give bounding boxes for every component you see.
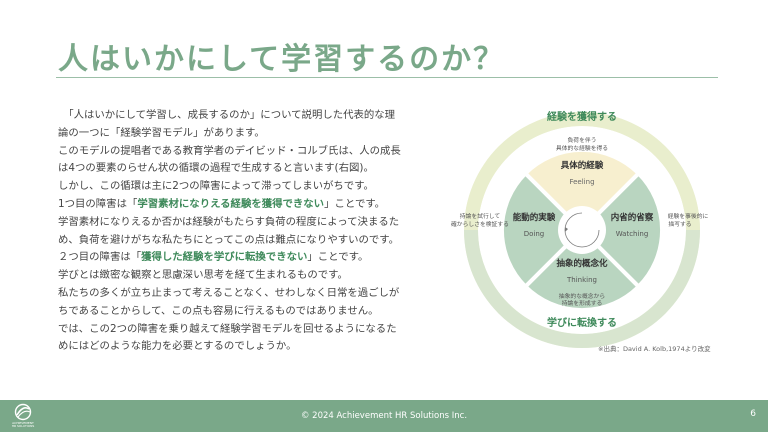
body-text-segment: 「人はいかにして学習し、成長するのか」について説明した代表的な理	[58, 109, 396, 121]
body-line: 論の一つに「経験学習モデル」があります。	[58, 125, 434, 143]
body-line: 「人はいかにして学習し、成長するのか」について説明した代表的な理	[58, 107, 434, 125]
quadrant-left-sub: Doing	[524, 230, 545, 238]
quadrant-top-title: 具体的経験	[560, 160, 604, 171]
body-line: めにはどのような能力を必要とするのでしょうか。	[58, 338, 434, 356]
outer-top-label: 経験を獲得する	[547, 110, 617, 123]
cycle-arrowhead-icon	[565, 227, 568, 232]
body-line: しかし、この循環は主に2つの障害によって滞ってしまいがちです。	[58, 178, 434, 196]
body-line: 学びとは緻密な観察と思慮深い思考を経て生まれるものです。	[58, 267, 434, 285]
body-line: このモデルの提唱者である教育学者のデイビッド・コルブ氏は、人の成長	[58, 143, 434, 161]
slide-title: 人はいかにして学習するのか？	[58, 42, 506, 77]
body-text-segment: 私たちの多くが立ち止まって考えることなく、せわしなく日常を過ごしが	[58, 286, 400, 299]
body-line: 1つ目の障害は「学習素材になりえる経験を獲得できない」ことです。	[58, 196, 434, 214]
body-line: め、負荷を避けがちな私たちにとってこの点は難点になりやすいのです。	[58, 232, 434, 250]
bottom-note-line-2: 持論を形成する	[562, 299, 603, 307]
footer-bar: ACHIEVEMENT HR SOLUTIONS © 2024 Achievem…	[0, 400, 768, 432]
body-text-segment: 論の一つに「経験学習モデル」があります。	[58, 126, 265, 139]
outer-band-bottom	[464, 230, 700, 348]
body-text: 「人はいかにして学習し、成長するのか」について説明した代表的な理論の一つに「経験…	[58, 107, 434, 356]
body-text-segment: ちであることからして、この点も容易に行えるものではありません。	[58, 304, 379, 317]
body-text-segment: このモデルの提唱者である教育学者のデイビッド・コルブ氏は、人の成長	[58, 144, 401, 157]
quadrant-right-sub: Watching	[616, 230, 649, 238]
right-note-line-2: 描写する	[668, 220, 691, 228]
quadrant-abstract-conceptualization	[522, 227, 642, 312]
quadrant-bottom-sub: Thinking	[566, 276, 597, 284]
logo-text: ACHIEVEMENT HR SOLUTIONS	[8, 421, 38, 429]
body-text-segment: 学びとは緻密な観察と思慮深い思考を経て生まれるものです。	[58, 269, 348, 282]
outer-bottom-label: 学びに転換する	[547, 316, 617, 329]
quadrant-bottom-title: 抽象的概念化	[556, 258, 608, 269]
body-line: ２つ目の障害は「獲得した経験を学びに転換できない」ことです。	[58, 249, 434, 267]
body-text-segment: 」ことです。	[324, 197, 386, 210]
company-logo: ACHIEVEMENT HR SOLUTIONS	[8, 403, 38, 429]
quadrant-top-sub: Feeling	[569, 178, 594, 186]
page-number: 6	[750, 409, 756, 419]
quadrant-reflective-observation	[579, 170, 664, 290]
right-note-line-1: 経験を事後的に	[668, 212, 709, 220]
quadrant-concrete-experience	[522, 148, 642, 233]
body-text-segment: 1つ目の障害は「	[58, 197, 138, 210]
logo-text-line-2: HR SOLUTIONS	[11, 424, 35, 429]
outer-band-top	[464, 112, 700, 230]
left-note-line-1: 持論を試行して	[460, 212, 501, 220]
logo-mark-icon	[14, 403, 32, 421]
title-divider	[56, 77, 718, 78]
body-text-segment: ２つ目の障害は「	[58, 251, 142, 264]
top-note-line-2: 具体的な経験を得る	[556, 144, 608, 152]
left-note-line-2: 確からしさを検証する	[451, 220, 509, 228]
cycle-diagram-svg: 経験を獲得する 学びに転換する 負荷を伴う 具体的な経験を得る 経験を事後的に …	[451, 110, 709, 348]
body-text-segment: は4つの要素のらせん状の循環の過程で生成すると言います(右図)。	[58, 162, 374, 175]
top-note-line-1: 負荷を伴う	[568, 136, 597, 144]
quadrant-active-experimentation	[500, 170, 585, 290]
body-line: ちであることからして、この点も容易に行えるものではありません。	[58, 303, 434, 321]
quadrant-left-title: 能動的実験	[513, 212, 556, 223]
body-line: は4つの要素のらせん状の循環の過程で生成すると言います(右図)。	[58, 160, 434, 178]
body-line: では、この2つの障害を乗り越えて経験学習モデルを回せるようになるた	[58, 321, 434, 339]
highlighted-text: 学習素材になりえる経験を獲得できない	[137, 197, 325, 210]
quadrant-right-title: 内省的省察	[611, 212, 654, 223]
body-text-segment: しかし、この循環は主に2つの障害によって滞ってしまいがちです。	[58, 180, 374, 193]
source-citation: ※出典：David A. Kolb,1974より改変	[598, 345, 711, 353]
body-line: 私たちの多くが立ち止まって考えることなく、せわしなく日常を過ごしが	[58, 285, 434, 303]
body-text-segment: めにはどのような能力を必要とするのでしょうか。	[58, 340, 297, 353]
body-text-segment: め、負荷を避けがちな私たちにとってこの点は難点になりやすいのです。	[58, 233, 400, 246]
logo-text-line-1: ACHIEVEMENT	[12, 421, 34, 425]
body-text-segment: 学習素材になりえるか否かは経験がもたらす負荷の程度によって決まるた	[58, 215, 400, 228]
bottom-note-line-1: 抽象的な概念から	[559, 292, 605, 300]
body-text-segment: では、この2つの障害を乗り越えて経験学習モデルを回せるようになるた	[58, 322, 397, 335]
body-line: 学習素材になりえるか否かは経験がもたらす負荷の程度によって決まるた	[58, 214, 434, 232]
body-text-segment: 」ことです。	[307, 251, 369, 264]
experiential-learning-diagram: 経験を獲得する 学びに転換する 負荷を伴う 具体的な経験を得る 経験を事後的に …	[440, 108, 740, 364]
highlighted-text: 獲得した経験を学びに転換できない	[141, 251, 308, 264]
copyright-text: © 2024 Achievement HR Solutions Inc.	[300, 411, 468, 421]
